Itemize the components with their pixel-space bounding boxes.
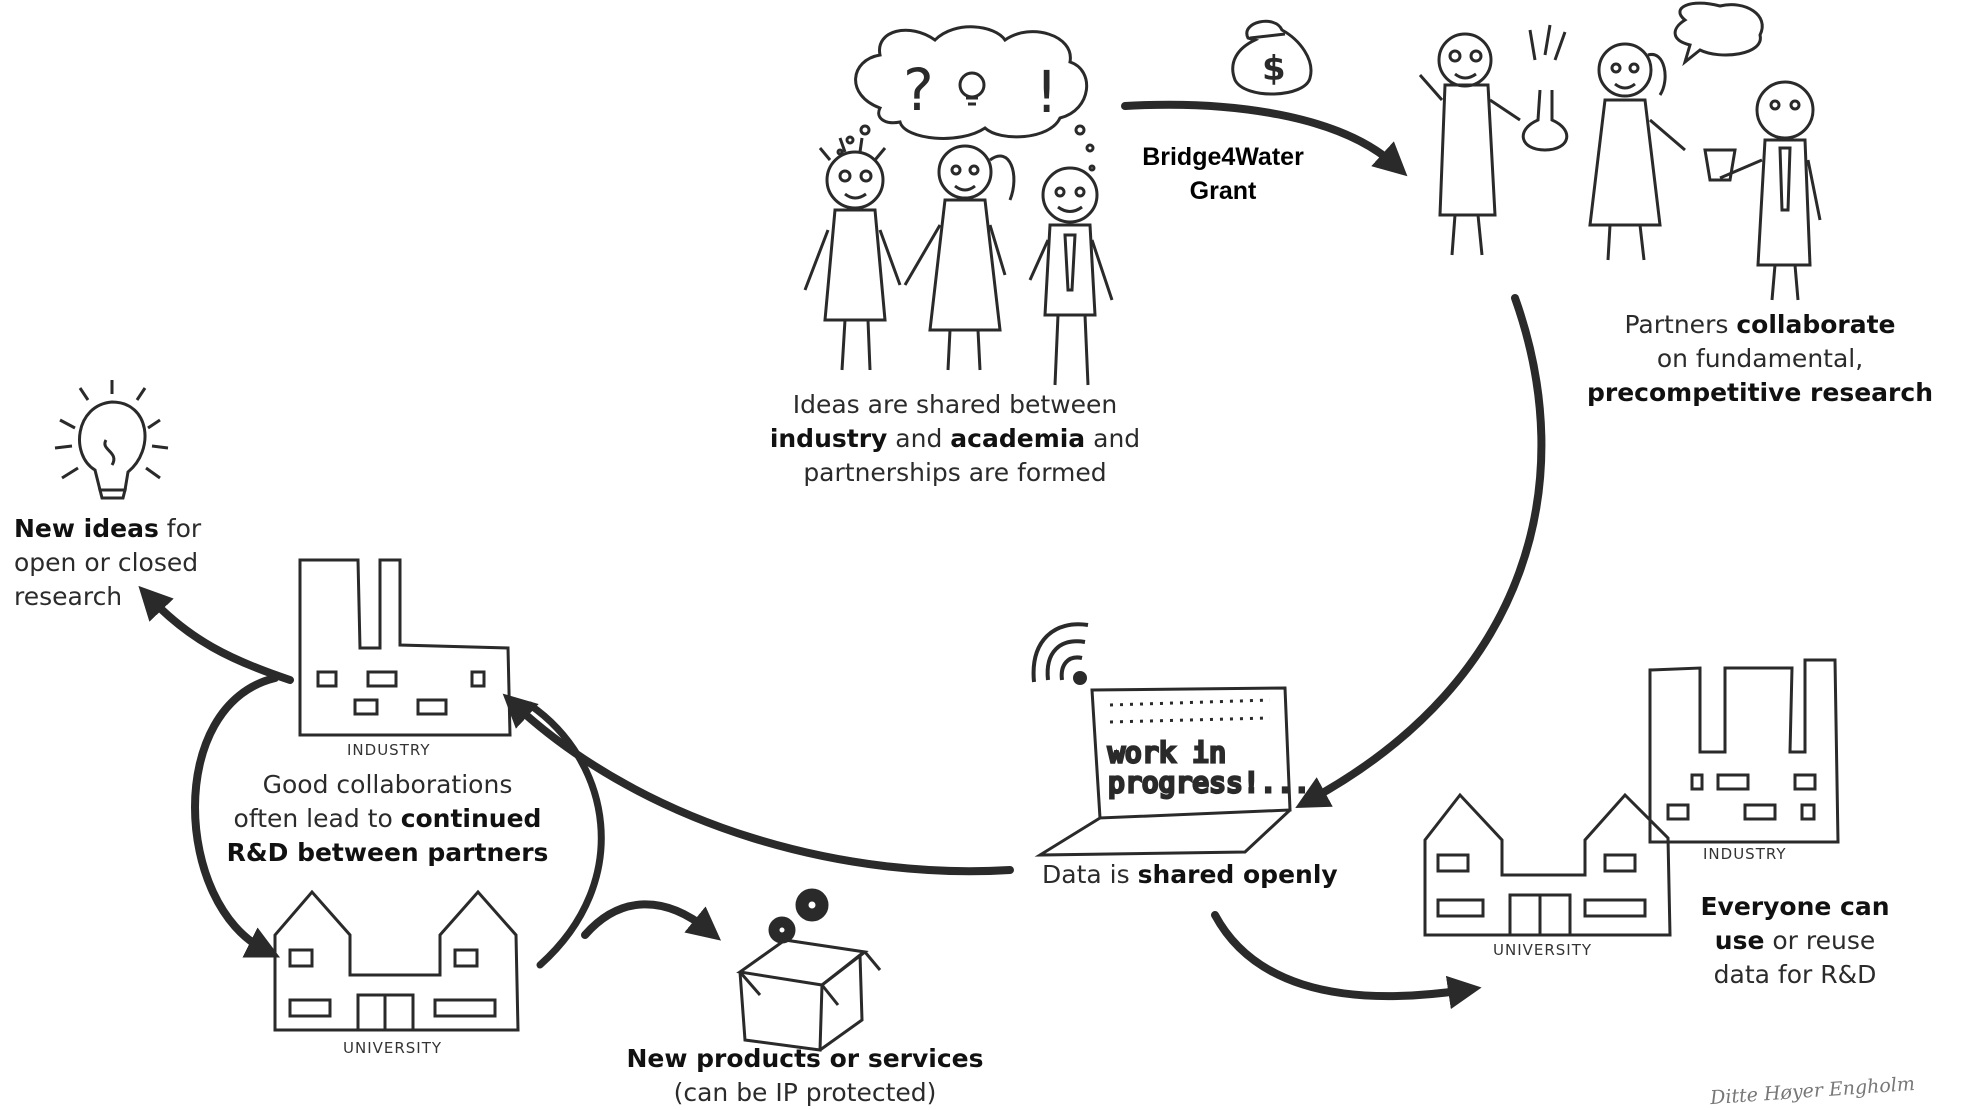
laptop-icon: work in progress!... <box>1034 686 1312 857</box>
caption-continued-lead: often lead to <box>233 804 401 833</box>
university-label-right: UNIVERSITY <box>1493 941 1593 959</box>
arrow-to-industry <box>502 693 1014 876</box>
university-label-left: UNIVERSITY <box>343 1039 443 1057</box>
people-group-icon <box>803 137 1114 386</box>
money-symbol: $ <box>1262 49 1286 89</box>
university-building-left <box>273 889 520 1032</box>
caption-products-line1: New products or services <box>605 1042 1005 1076</box>
caption-everyone: Everyone can use or reuse data for R&D <box>1660 890 1930 992</box>
caption-collaborate-partners: Partners <box>1624 310 1737 339</box>
caption-collaborate: Partners collaborate on fundamental, pre… <box>1580 308 1940 410</box>
idea-cloud-icon: ? ! <box>836 25 1096 172</box>
industry-building-left <box>298 558 512 737</box>
caption-ideas-line2: industry and academia and <box>740 422 1170 456</box>
money-bag-icon: $ <box>1231 19 1313 96</box>
caption-new-ideas: New ideas for open or closed research <box>14 512 254 614</box>
industry-building-right <box>1648 658 1840 844</box>
arrow-loop-right <box>526 701 605 969</box>
question-mark: ? <box>903 56 934 124</box>
new-ideas-term: New ideas <box>14 514 159 543</box>
grant-line1: Bridge4Water <box>1142 143 1304 171</box>
products-term: New products or services <box>626 1044 984 1073</box>
caption-continued: Good collaborations often lead to contin… <box>215 768 560 870</box>
grant-label: Bridge4Water Grant <box>1118 140 1328 208</box>
caption-everyone-line3: data for R&D <box>1713 960 1877 989</box>
exclamation-mark: ! <box>1035 58 1058 126</box>
caption-everyone-reuse: or reuse <box>1764 926 1876 955</box>
grant-line2: Grant <box>1189 177 1257 205</box>
caption-ideas-line3: partnerships are formed <box>803 458 1107 487</box>
collaborating-people-icon <box>1418 1 1822 301</box>
gear-box-icon <box>736 888 882 1052</box>
caption-collaborate-line3: precompetitive research <box>1580 376 1940 410</box>
caption-new-ideas-line3: research <box>14 582 123 611</box>
caption-data-shared: Data is shared openly <box>1042 858 1362 892</box>
caption-ideas-shared: Ideas are shared between industry and ac… <box>740 388 1170 490</box>
caption-new-ideas-for: for <box>158 514 202 543</box>
arrow-grant <box>1121 100 1408 177</box>
caption-ideas-line1: Ideas are shared between <box>792 390 1118 419</box>
caption-continued-line3: R&D between partners <box>215 836 560 870</box>
caption-new-ideas-line2: open or closed <box>14 548 199 577</box>
caption-products: New products or services (can be IP prot… <box>605 1042 1005 1110</box>
caption-data-prefix: Data is <box>1042 860 1138 889</box>
wifi-icon <box>1031 622 1089 685</box>
arrow-to-everyone <box>1211 911 1482 1010</box>
lightbulb-icon <box>54 380 169 500</box>
caption-continued-line2: often lead to continued <box>215 802 560 836</box>
cycle-arrows <box>138 100 1546 1010</box>
university-building-right <box>1423 792 1672 937</box>
caption-collaborate-line2: on fundamental, <box>1656 344 1864 373</box>
arrow-to-data <box>1295 294 1546 809</box>
industry-label-left: INDUSTRY <box>347 741 431 759</box>
continued-term: continued <box>400 804 542 833</box>
everyone-term: Everyone can <box>1700 892 1890 921</box>
academia-term: academia <box>950 424 1086 453</box>
arrow-to-new-ideas <box>138 585 294 684</box>
caption-continued-line1: Good collaborations <box>262 770 513 799</box>
collaborate-term: collaborate <box>1736 310 1896 339</box>
industry-term: industry <box>769 424 888 453</box>
caption-ideas-and2: and <box>1085 424 1141 453</box>
use-term: use <box>1714 926 1765 955</box>
arrow-loop-left <box>191 674 281 958</box>
caption-new-ideas-line1: New ideas for <box>14 512 254 546</box>
precompetitive-term: precompetitive research <box>1586 378 1933 407</box>
caption-everyone-line2: use or reuse <box>1660 924 1930 958</box>
laptop-text-line1: work in <box>1108 736 1226 769</box>
rd-partners-term: R&D between partners <box>226 838 549 867</box>
industry-label-right: INDUSTRY <box>1703 845 1787 863</box>
caption-ideas-and: and <box>887 424 951 453</box>
laptop-text-line2: progress!... <box>1108 766 1310 799</box>
caption-collaborate-line1: Partners collaborate <box>1580 308 1940 342</box>
arrow-to-products <box>581 900 722 941</box>
caption-everyone-line1: Everyone can <box>1660 890 1930 924</box>
shared-openly-term: shared openly <box>1137 860 1338 889</box>
caption-products-line2: (can be IP protected) <box>673 1078 937 1107</box>
